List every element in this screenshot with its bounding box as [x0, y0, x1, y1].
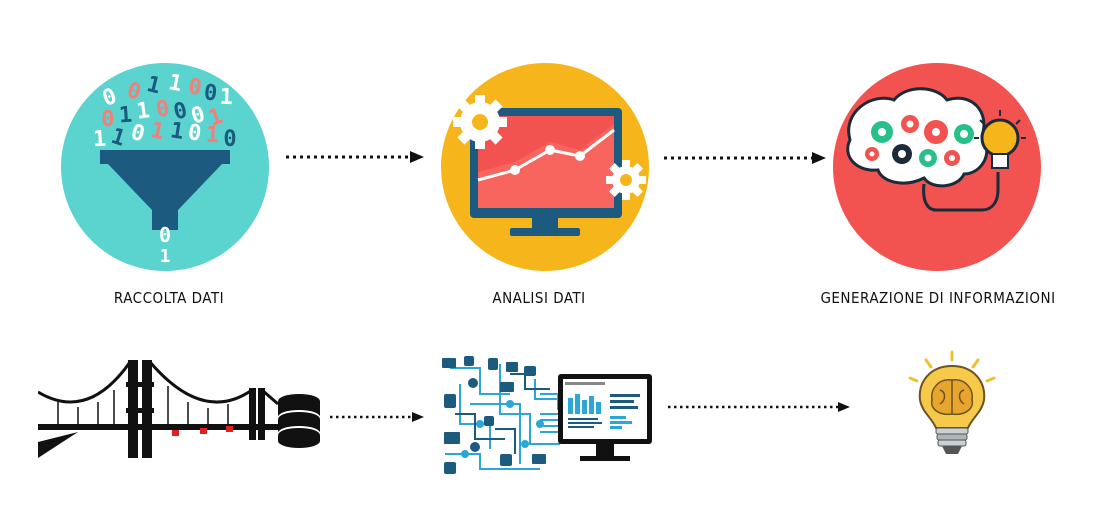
dotted-arrow: [286, 151, 424, 163]
lightbulb-brain-icon: [908, 350, 996, 454]
database-icon: [278, 394, 320, 448]
binary-digit: 0: [187, 120, 203, 146]
binary-digit: 1: [166, 70, 184, 97]
data-analysis-circle: [440, 62, 650, 272]
binary-digit: 1: [92, 127, 107, 153]
dotted-arrow: [668, 402, 850, 412]
binary-digit: 0: [188, 102, 208, 130]
dotted-arrow: [330, 412, 424, 422]
dotted-arrow: [664, 152, 826, 164]
brain-lightbulb-icon: [833, 63, 1041, 271]
data-network-dashboard-icon: [442, 356, 652, 474]
binary-digit: 1: [135, 98, 151, 124]
binary-digit: 1: [205, 123, 220, 149]
monitor-chart-icon: [441, 63, 649, 271]
svg-text:0: 0: [159, 223, 171, 247]
svg-text:1: 1: [160, 246, 171, 267]
binary-digit: 1: [169, 118, 186, 145]
step-label-generazione: GENERAZIONE DI INFORMAZIONI: [820, 289, 1056, 307]
binary-digit: 0: [128, 120, 147, 148]
binary-digit: 1: [118, 103, 133, 129]
bridge-sensors-icon: [38, 360, 278, 458]
step-label-raccolta: RACCOLTA DATI: [113, 289, 225, 307]
binary-digit: 0: [171, 98, 190, 125]
binary-digit: 0: [203, 80, 218, 106]
binary-digit: 1: [219, 85, 233, 110]
binary-digit: 0: [187, 74, 204, 101]
step-label-analisi: ANALISI DATI: [492, 289, 586, 307]
information-generation-circle: [832, 62, 1042, 272]
binary-digit: 1: [148, 118, 166, 145]
binary-digit: 0: [101, 107, 115, 132]
binary-digit: 1: [144, 72, 163, 99]
binary-digit: 0: [154, 96, 171, 123]
binary-digit: 0: [223, 127, 236, 152]
